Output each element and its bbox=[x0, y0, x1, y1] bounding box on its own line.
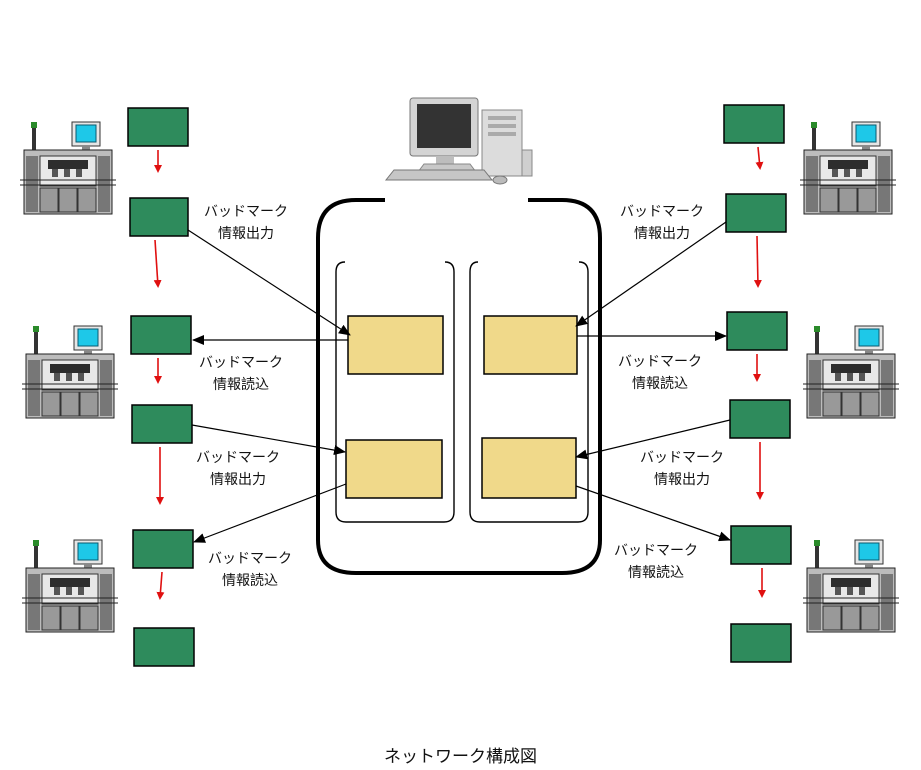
pcb-board bbox=[130, 198, 188, 236]
pcb-board bbox=[128, 108, 188, 146]
database-box bbox=[346, 440, 442, 498]
label-read-left-1-line1: バッドマーク bbox=[199, 355, 283, 371]
label-read-left-2-line2: 情報読込 bbox=[222, 572, 278, 589]
pcb-board bbox=[731, 526, 791, 564]
pcb-board bbox=[133, 530, 193, 568]
pcb-board bbox=[131, 316, 191, 354]
mounter-machine-icon bbox=[803, 540, 899, 632]
diagram-caption: ネットワーク構成図 bbox=[0, 742, 921, 767]
database-box bbox=[484, 316, 577, 374]
label-output-right-2-line2: 情報出力 bbox=[654, 472, 710, 488]
label-read-right-2-line2: 情報読込 bbox=[628, 564, 684, 581]
label-output-right-2-line1: バッドマーク bbox=[640, 450, 724, 466]
label-output-left-2-line2: 情報出力 bbox=[210, 472, 266, 488]
mounter-machine-icon bbox=[22, 540, 118, 632]
pcb-board bbox=[724, 105, 784, 143]
label-read-right-1-line2: 情報読込 bbox=[632, 375, 688, 392]
mounter-machine-icon bbox=[22, 326, 118, 418]
label-read-right-2-line1: バッドマーク bbox=[614, 543, 698, 559]
mounter-machine-icon bbox=[20, 122, 116, 214]
label-read-right-1-line1: バッドマーク bbox=[618, 354, 702, 370]
pcb-board bbox=[731, 624, 791, 662]
label-output-left-1-line2: 情報出力 bbox=[218, 226, 274, 242]
pcb-board bbox=[730, 400, 790, 438]
label-output-right-1-line1: バッドマーク bbox=[620, 204, 704, 220]
mounter-machine-icon bbox=[803, 326, 899, 418]
database-box bbox=[482, 438, 576, 498]
pcb-board bbox=[132, 405, 192, 443]
pcb-board bbox=[727, 312, 787, 350]
server-frame bbox=[318, 200, 600, 573]
computer-icon bbox=[386, 98, 532, 184]
mounter-machine-icon bbox=[800, 122, 896, 214]
label-output-right-1-line2: 情報出力 bbox=[634, 226, 690, 242]
label-output-left-1-line1: バッドマーク bbox=[204, 204, 288, 220]
pcb-board bbox=[726, 194, 786, 232]
label-output-left-2-line1: バッドマーク bbox=[196, 450, 280, 466]
label-read-left-1-line2: 情報読込 bbox=[213, 376, 269, 393]
database-box bbox=[348, 316, 443, 374]
pcb-board bbox=[134, 628, 194, 666]
label-read-left-2-line1: バッドマーク bbox=[208, 551, 292, 567]
